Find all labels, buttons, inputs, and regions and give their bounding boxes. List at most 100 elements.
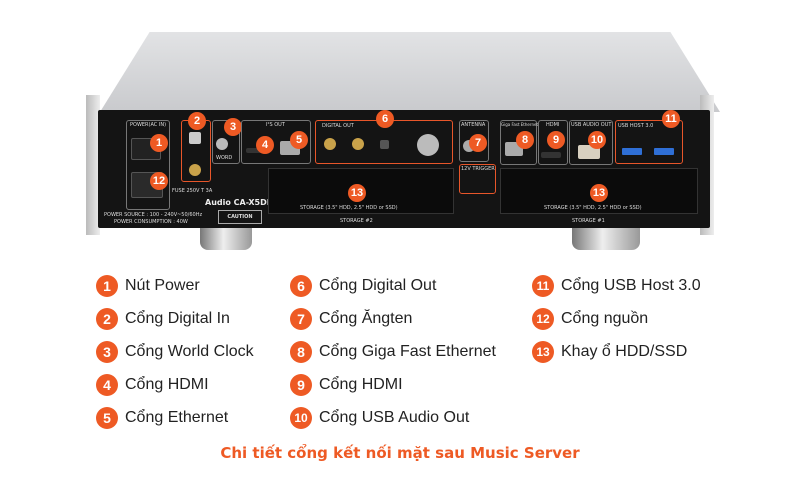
legend-number: 13 bbox=[532, 341, 554, 363]
hdmi-label: HDMI bbox=[546, 122, 560, 128]
caution-text: CAUTION bbox=[227, 214, 253, 220]
legend-number: 12 bbox=[532, 308, 554, 330]
legend-number: 10 bbox=[290, 407, 312, 429]
legend-number: 3 bbox=[96, 341, 118, 363]
antenna-section bbox=[459, 120, 489, 162]
legend-item: 6 Cổng Digital Out bbox=[290, 274, 496, 298]
legend-number: 4 bbox=[96, 374, 118, 396]
marker-1: 1 bbox=[150, 134, 168, 152]
marker-12: 12 bbox=[150, 172, 168, 190]
marker-11: 11 bbox=[662, 110, 680, 128]
giga-section bbox=[500, 120, 537, 165]
legend-column-3: 11 Cổng USB Host 3.0 12 Cổng nguồn 13 Khay … bbox=[532, 274, 701, 364]
legend-number: 5 bbox=[96, 407, 118, 429]
power-section bbox=[126, 120, 170, 210]
marker-13: 13 bbox=[348, 184, 366, 202]
legend-label: Khay ổ HDD/SSD bbox=[561, 343, 688, 360]
marker-3: 3 bbox=[224, 118, 242, 136]
storage-2-label: STORAGE #2 bbox=[340, 218, 373, 224]
legend-number: 9 bbox=[290, 374, 312, 396]
device-side-left bbox=[86, 95, 100, 235]
usb-host-section bbox=[615, 120, 683, 164]
legend-label: Cổng World Clock bbox=[125, 343, 254, 360]
legend-label: Cổng Ethernet bbox=[125, 409, 229, 426]
ac-inlet bbox=[131, 172, 163, 198]
marker-5: 5 bbox=[290, 131, 308, 149]
legend-item: 13 Khay ổ HDD/SSD bbox=[532, 340, 701, 364]
legend-item: 8 Cổng Giga Fast Ethernet bbox=[290, 340, 496, 364]
coaxial-in-port bbox=[189, 164, 201, 176]
bnc-port bbox=[216, 138, 228, 150]
legend-column-2: 6 Cổng Digital Out 7 Cổng Ăngten 8 Cổng Gig… bbox=[290, 274, 496, 430]
coaxial-out-port-2 bbox=[352, 138, 364, 150]
digital-out-label: DIGITAL OUT bbox=[322, 123, 354, 129]
trigger-label: 12V TRIGGER bbox=[461, 166, 495, 172]
word-label: WORD bbox=[216, 155, 233, 161]
legend-label: Cổng Digital Out bbox=[319, 277, 437, 294]
aes-ebu-port bbox=[417, 134, 439, 156]
marker-2: 2 bbox=[188, 112, 206, 130]
fuse-text: FUSE 250V T 3A bbox=[172, 188, 213, 194]
marker-8: 8 bbox=[516, 131, 534, 149]
brand-text: Audio CA-X5DD bbox=[205, 198, 274, 207]
legend-label: Nút Power bbox=[125, 277, 200, 294]
legend-label: Cổng Giga Fast Ethernet bbox=[319, 343, 496, 360]
legend-number: 6 bbox=[290, 275, 312, 297]
giga-label: Giga Fast Ethernet bbox=[501, 122, 539, 127]
legend-label: Cổng nguồn bbox=[561, 310, 649, 327]
usb-audio-label: USB AUDIO OUT bbox=[571, 122, 612, 128]
marker-10: 10 bbox=[588, 131, 606, 149]
antenna-label: ANTENNA bbox=[461, 122, 486, 128]
legend-label: Cổng USB Audio Out bbox=[319, 409, 470, 426]
legend-number: 8 bbox=[290, 341, 312, 363]
usb-audio-section bbox=[569, 120, 613, 165]
caution-label-box: CAUTION bbox=[218, 210, 262, 224]
legend-item: 9 Cổng HDMI bbox=[290, 373, 496, 397]
storage-2-desc: STORAGE (3.5" HDD, 2.5" HDD or SSD) bbox=[300, 205, 398, 211]
foot-right bbox=[572, 226, 640, 250]
legend-number: 2 bbox=[96, 308, 118, 330]
legend-item: 3 Cổng World Clock bbox=[96, 340, 254, 364]
power-consumption-text: POWER CONSUMPTION : 40W bbox=[114, 219, 188, 225]
marker-9: 9 bbox=[547, 131, 565, 149]
trigger-section bbox=[459, 164, 496, 194]
legend-label: Cổng HDMI bbox=[319, 376, 403, 393]
legend-item: 5 Cổng Ethernet bbox=[96, 406, 254, 430]
legend-label: Cổng HDMI bbox=[125, 376, 209, 393]
device-top bbox=[100, 32, 720, 112]
marker-4: 4 bbox=[256, 136, 274, 154]
toslink-port bbox=[189, 132, 201, 144]
legend-item: 7 Cổng Ăngten bbox=[290, 307, 496, 331]
legend-item: 11 Cổng USB Host 3.0 bbox=[532, 274, 701, 298]
i2s-section bbox=[241, 120, 311, 164]
usb-host-port-1 bbox=[622, 148, 642, 155]
marker-13b: 13 bbox=[590, 184, 608, 202]
storage-1-desc: STORAGE (3.5" HDD, 2.5" HDD or SSD) bbox=[544, 205, 642, 211]
hdmi-port bbox=[541, 152, 561, 158]
marker-7: 7 bbox=[469, 134, 487, 152]
hdmi-section bbox=[538, 120, 568, 165]
i2s-hdmi-port bbox=[246, 148, 262, 153]
storage-1-label: STORAGE #1 bbox=[572, 218, 605, 224]
optical-out-port bbox=[380, 140, 389, 149]
power-source-text: POWER SOURCE : 100 - 240V~50/60Hz bbox=[104, 212, 203, 218]
legend-item: 1 Nút Power bbox=[96, 274, 254, 298]
caption: Chi tiết cổng kết nối mặt sau Music Serv… bbox=[220, 444, 580, 462]
foot-left bbox=[200, 226, 252, 250]
legend-label: Cổng Digital In bbox=[125, 310, 230, 327]
legend-number: 11 bbox=[532, 275, 554, 297]
legend-number: 7 bbox=[290, 308, 312, 330]
coaxial-out-port-1 bbox=[324, 138, 336, 150]
usb-host-label: USB HOST 3.0 bbox=[618, 123, 654, 129]
power-label: POWER(AC IN) bbox=[130, 122, 167, 128]
legend-item: 10 Cổng USB Audio Out bbox=[290, 406, 496, 430]
legend-item: 4 Cổng HDMI bbox=[96, 373, 254, 397]
i2s-label: I²S OUT bbox=[266, 122, 285, 128]
legend-item: 2 Cổng Digital In bbox=[96, 307, 254, 331]
legend-label: Cổng Ăngten bbox=[319, 310, 413, 327]
legend-label: Cổng USB Host 3.0 bbox=[561, 277, 701, 294]
marker-6: 6 bbox=[376, 110, 394, 128]
legend-number: 1 bbox=[96, 275, 118, 297]
legend-item: 12 Cổng nguồn bbox=[532, 307, 701, 331]
usb-host-port-2 bbox=[654, 148, 674, 155]
